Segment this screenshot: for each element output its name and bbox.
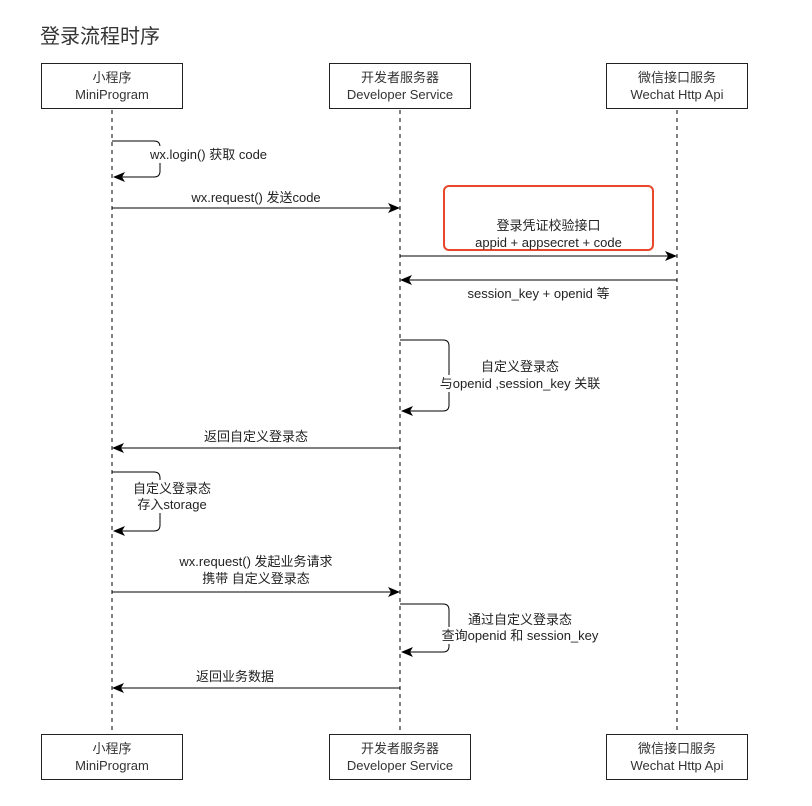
message-label: 查询openid 和 session_key bbox=[420, 627, 620, 644]
message-label: session_key + openid 等 bbox=[467, 286, 610, 301]
participant-name-cn: 小程序 bbox=[92, 70, 132, 85]
message-label: 存入storage bbox=[122, 496, 222, 513]
participant-top-developer-service[interactable]: 开发者服务器 Developer Service bbox=[329, 63, 471, 109]
participant-name-cn: 小程序 bbox=[92, 741, 132, 756]
participant-name-en: Wechat Http Api bbox=[630, 87, 724, 102]
participant-bottom-miniprogram[interactable]: 小程序 MiniProgram bbox=[41, 734, 183, 780]
participant-bottom-developer-service[interactable]: 开发者服务器 Developer Service bbox=[329, 734, 471, 780]
participant-name-en: Developer Service bbox=[346, 87, 454, 102]
participant-name-en: Wechat Http Api bbox=[630, 758, 724, 773]
message-label: 自定义登录态 bbox=[122, 480, 222, 497]
message-label: 自定义登录态 bbox=[480, 359, 559, 374]
participant-name-cn: 微信接口服务 bbox=[637, 70, 716, 85]
message-label: wx.request() 发送code bbox=[191, 190, 321, 205]
highlight-box bbox=[443, 185, 654, 251]
message-label: 携带 自定义登录态 bbox=[202, 571, 310, 586]
message-label: appid + appsecret + code bbox=[475, 235, 622, 250]
message-label: 通过自定义登录态 bbox=[467, 612, 572, 627]
message-label: 与openid ,session_key 关联 bbox=[420, 375, 620, 392]
diagram-title: 登录流程时序 bbox=[40, 26, 160, 48]
participant-name-en: Developer Service bbox=[346, 758, 454, 773]
message-label: 登录凭证校验接口 bbox=[496, 218, 601, 233]
participant-name-cn: 微信接口服务 bbox=[637, 741, 716, 756]
participant-bottom-wechat-api[interactable]: 微信接口服务 Wechat Http Api bbox=[606, 734, 748, 780]
participant-name-en: MiniProgram bbox=[75, 758, 149, 773]
message-label: 返回自定义登录态 bbox=[203, 429, 308, 444]
participant-name-en: MiniProgram bbox=[75, 87, 149, 102]
participant-top-wechat-api[interactable]: 微信接口服务 Wechat Http Api bbox=[606, 63, 748, 109]
participant-name-cn: 开发者服务器 bbox=[360, 741, 439, 756]
message-label: wx.login() 获取 code bbox=[150, 146, 268, 163]
message-label: wx.request() 发起业务请求 bbox=[179, 554, 333, 569]
message-label: 返回业务数据 bbox=[195, 669, 274, 684]
participant-name-cn: 开发者服务器 bbox=[360, 70, 439, 85]
participant-top-miniprogram[interactable]: 小程序 MiniProgram bbox=[41, 63, 183, 109]
